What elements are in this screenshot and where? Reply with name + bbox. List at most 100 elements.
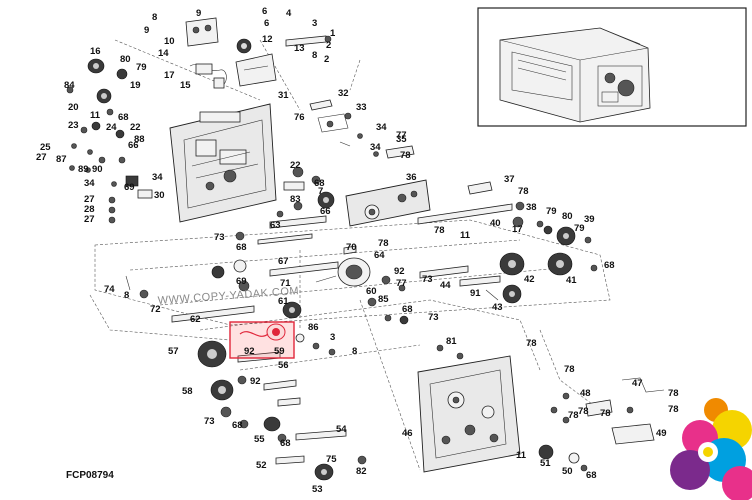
callout-label-23: 23: [68, 120, 79, 131]
gear-80-part: [116, 68, 128, 80]
callout-label-57: 57: [168, 346, 179, 357]
figure-code: FCP08794: [66, 470, 114, 481]
callout-label-58: 58: [182, 386, 193, 397]
callout-label-69: 69: [124, 182, 135, 193]
callout-label-25: 25: [40, 142, 51, 153]
callout-label-62: 62: [190, 314, 201, 325]
main-frame-31-part: [169, 103, 277, 223]
callout-label-53: 53: [312, 484, 323, 495]
callout-label-27: 27: [84, 214, 95, 225]
callout-label-79: 79: [574, 223, 585, 234]
callout-label-8: 8: [312, 50, 317, 61]
callout-label-44: 44: [440, 280, 451, 291]
callout-label-78: 78: [564, 364, 575, 375]
callout-label-27: 27: [36, 152, 47, 163]
callout-label-78: 78: [578, 406, 589, 417]
callout-label-30: 30: [154, 190, 165, 201]
callout-label-27: 27: [84, 194, 95, 205]
callout-label-28: 28: [84, 204, 95, 215]
callout-label-80: 80: [562, 211, 573, 222]
callout-label-71: 71: [280, 278, 291, 289]
highlighted-part-92-59: [229, 321, 295, 359]
callout-label-67: 67: [278, 256, 289, 267]
callout-label-2: 2: [324, 54, 329, 65]
callout-label-17: 17: [164, 70, 175, 81]
callout-label-20: 20: [68, 102, 79, 113]
callout-label-87: 87: [56, 154, 67, 165]
callout-label-61: 61: [278, 296, 289, 307]
callout-label-52: 52: [256, 460, 267, 471]
callout-label-39: 39: [584, 214, 595, 225]
callout-label-76: 76: [294, 112, 305, 123]
callout-label-86: 86: [308, 322, 319, 333]
side-frame-46-part: [417, 344, 521, 473]
callout-label-50: 50: [562, 466, 573, 477]
callout-label-34: 34: [84, 178, 95, 189]
right-mid-parts: [343, 245, 598, 304]
callout-label-68: 68: [118, 112, 129, 123]
printer-front-view-icon: [499, 27, 651, 123]
callout-label-51: 51: [540, 458, 551, 469]
color-swirl-logo: [670, 398, 752, 500]
center-gear-cluster: [269, 166, 335, 229]
callout-label-9: 9: [144, 25, 149, 36]
bracket-36-part: [345, 179, 431, 227]
callout-label-68: 68: [604, 260, 615, 271]
callout-label-11: 11: [90, 110, 101, 121]
callout-label-11: 11: [460, 230, 471, 241]
callout-label-38: 38: [526, 202, 537, 213]
callout-label-47: 47: [632, 378, 643, 389]
lower-mid-parts: [171, 297, 409, 368]
callout-label-66: 66: [128, 140, 139, 151]
callout-label-92: 92: [250, 376, 261, 387]
callout-label-14: 14: [158, 48, 169, 59]
callout-label-70: 70: [346, 242, 357, 253]
callout-label-33: 33: [356, 102, 367, 113]
callout-label-56: 56: [278, 360, 289, 371]
callout-label-88: 88: [134, 134, 145, 145]
callout-label-8: 8: [152, 12, 157, 23]
callout-label-73: 73: [422, 274, 433, 285]
callout-label-13: 13: [294, 43, 305, 54]
callout-label-17: 17: [512, 224, 523, 235]
callout-label-78: 78: [518, 186, 529, 197]
callout-label-92: 92: [244, 346, 255, 357]
callout-label-83: 83: [290, 194, 301, 205]
callout-label-55: 55: [254, 434, 265, 445]
callout-label-37: 37: [504, 174, 515, 185]
callout-label-32: 32: [338, 88, 349, 99]
callout-label-4: 4: [286, 8, 292, 19]
callout-label-46: 46: [402, 428, 413, 439]
callout-label-6: 6: [262, 6, 267, 17]
callout-label-64: 64: [374, 250, 385, 261]
callout-label-89: 89: [78, 164, 89, 175]
right-upper-parts: [417, 181, 592, 246]
small-parts-left: [66, 86, 153, 224]
callout-label-35: 35: [396, 134, 407, 145]
callout-label-78: 78: [568, 410, 579, 421]
callout-label-34: 34: [376, 122, 387, 133]
callout-label-74: 74: [104, 284, 115, 295]
callout-label-79: 79: [546, 206, 557, 217]
callout-label-34: 34: [370, 142, 381, 153]
callout-label-11: 11: [516, 450, 527, 461]
callout-label-77: 77: [396, 130, 407, 141]
callout-label-8: 8: [352, 346, 357, 357]
callout-label-73: 73: [428, 312, 439, 323]
callout-label-78: 78: [378, 238, 389, 249]
upper-left-parts: [66, 17, 332, 224]
callout-label-82: 82: [356, 466, 367, 477]
left-mid-parts: [125, 231, 339, 299]
callout-label-80: 80: [120, 54, 131, 65]
callout-label-68: 68: [314, 178, 325, 189]
callout-label-3: 3: [312, 18, 317, 29]
callout-label-78: 78: [668, 388, 679, 399]
callout-label-72: 72: [150, 304, 161, 315]
callout-label-60: 60: [366, 286, 377, 297]
callout-label-68: 68: [586, 470, 597, 481]
motor-64-part: [315, 257, 371, 287]
callout-label-75: 75: [326, 454, 337, 465]
callout-label-73: 73: [214, 232, 225, 243]
